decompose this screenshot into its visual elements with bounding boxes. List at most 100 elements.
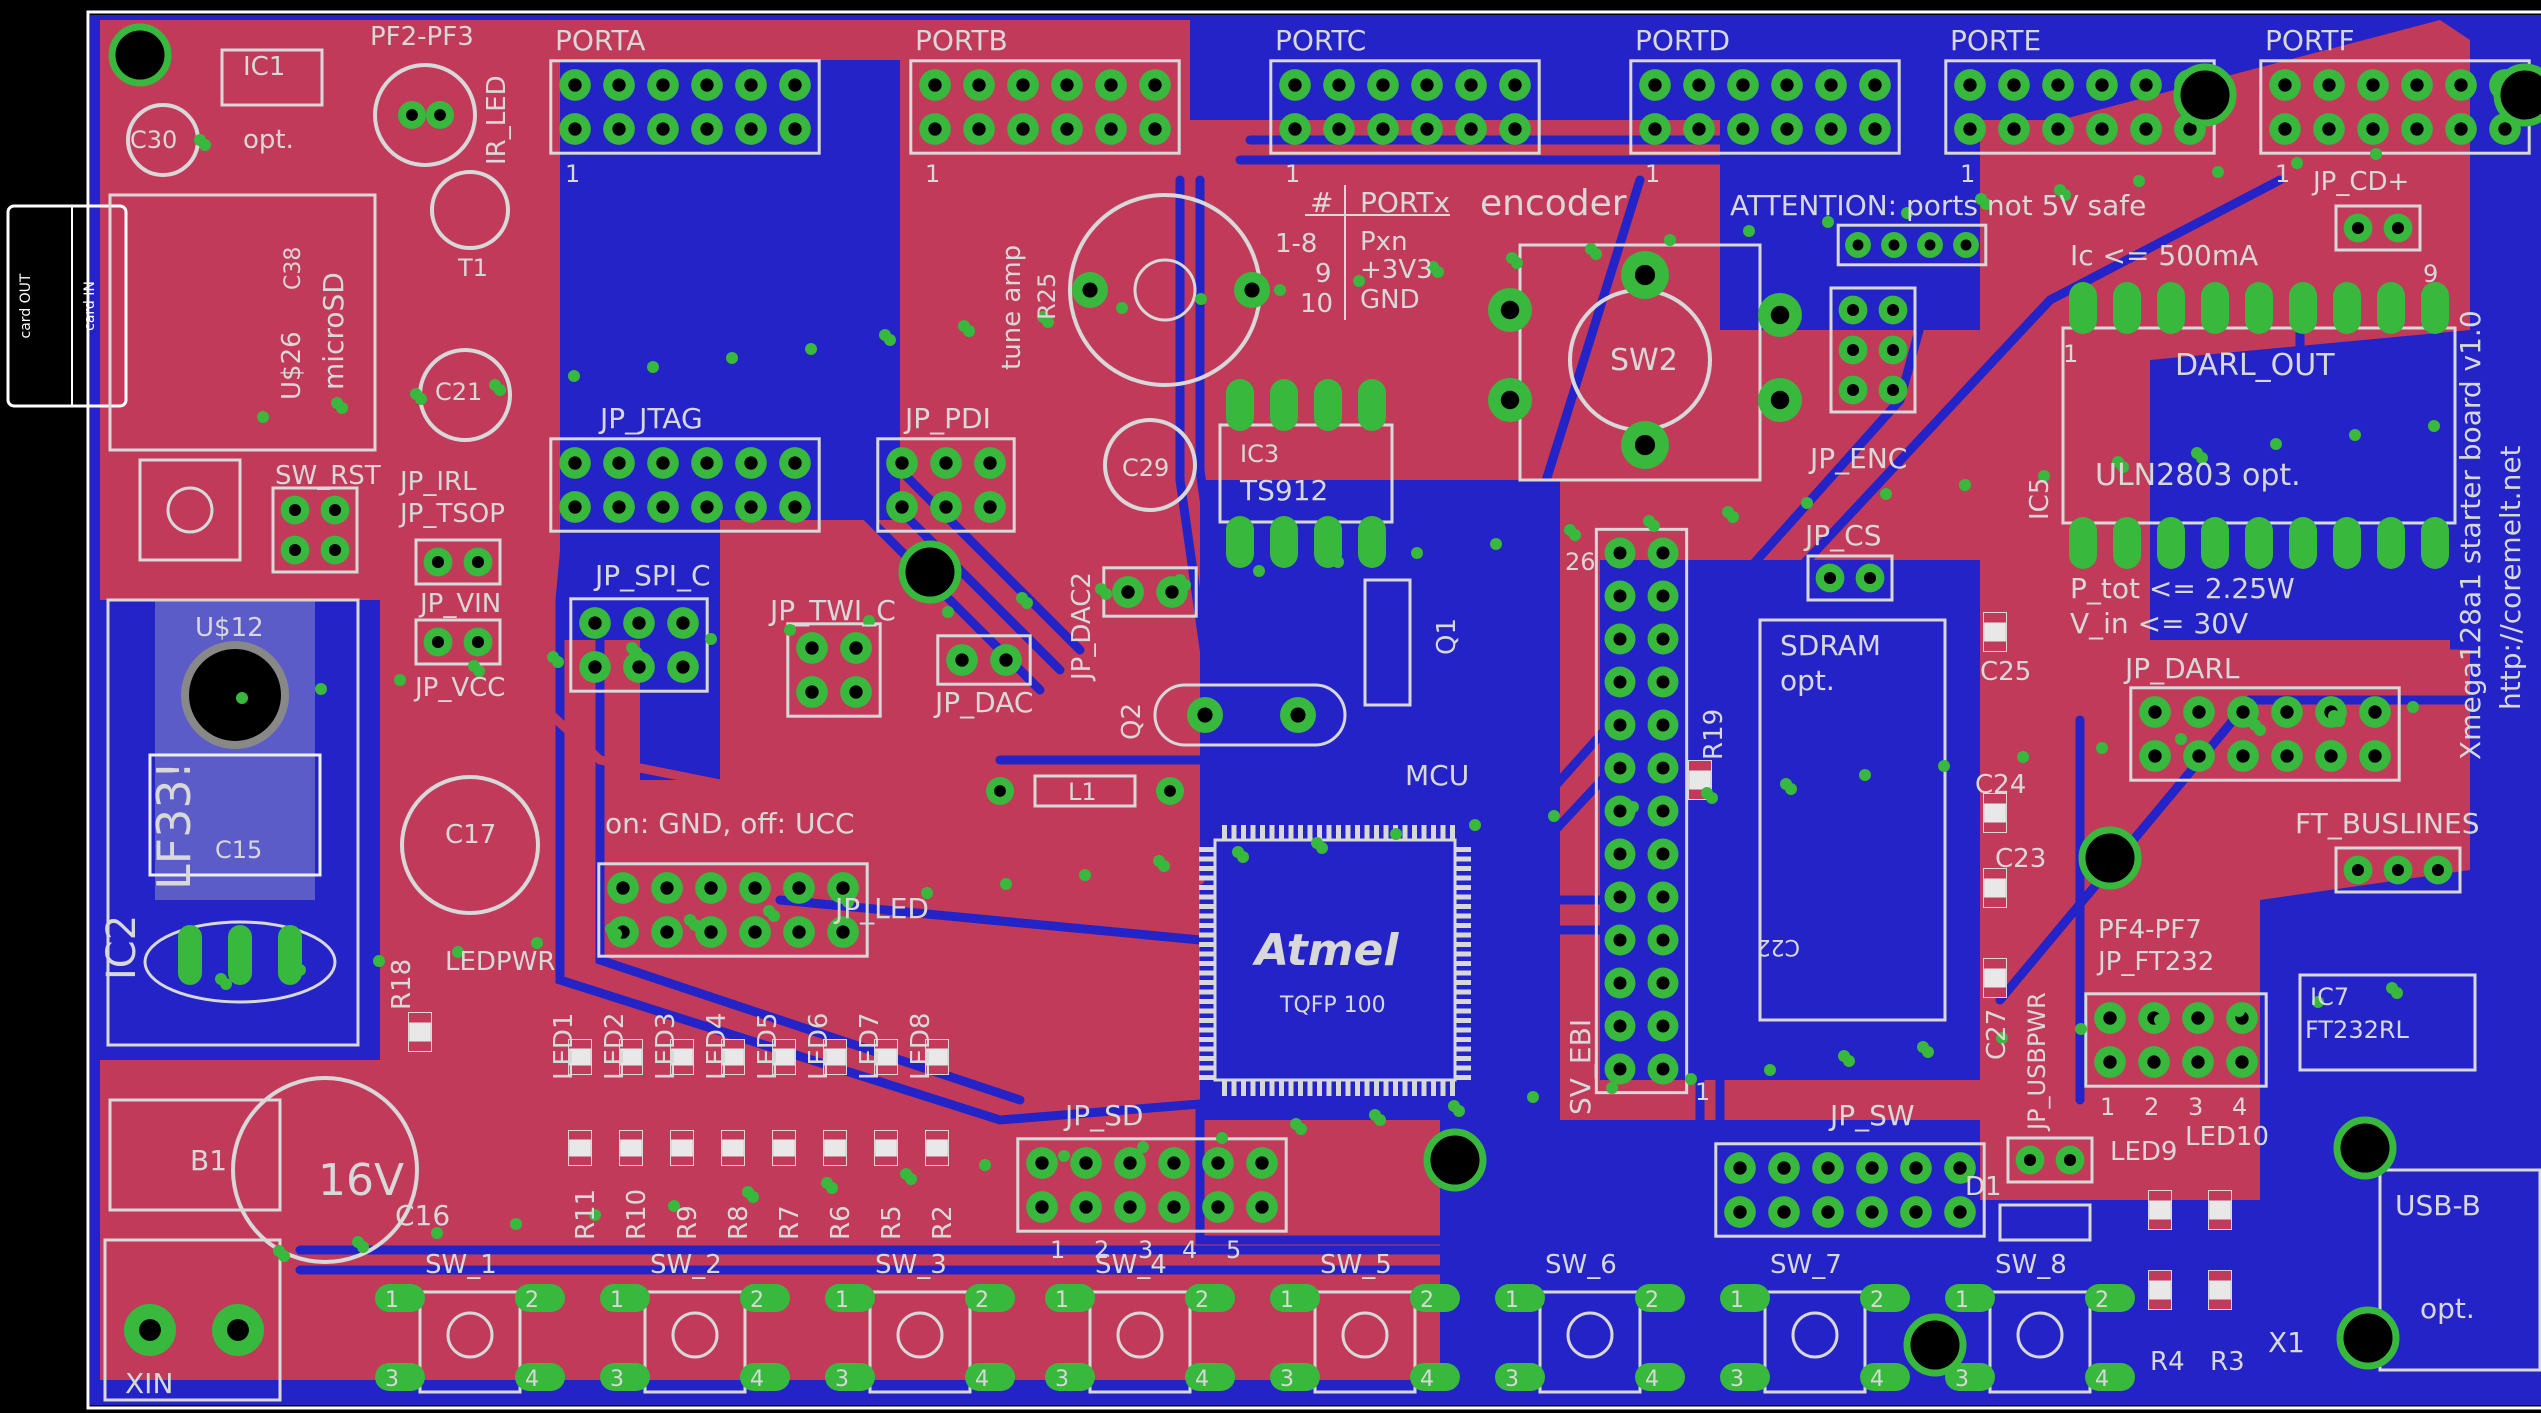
port-header-3-pin-drill xyxy=(1648,122,1662,136)
legend-gnd: GND xyxy=(1360,285,1420,315)
port-header-0 xyxy=(549,59,821,155)
reset-actuator xyxy=(166,486,214,534)
port-header-3-pin-drill xyxy=(1780,78,1794,92)
inductor-pad-drill xyxy=(1164,785,1176,797)
regulator-package-outline xyxy=(143,920,337,1004)
via xyxy=(294,964,306,976)
xin-label: XIN xyxy=(125,1367,173,1400)
ft-buslines-header xyxy=(2334,846,2462,894)
mcu-lead xyxy=(1199,970,1215,976)
via xyxy=(2038,470,2050,482)
sv-ebi-pin1: 1 xyxy=(1695,1078,1710,1106)
tune-amp-label: tune amp xyxy=(997,245,1027,370)
jp-enc-header-pin-drill xyxy=(1886,383,1900,397)
sv-ebi-header-outline xyxy=(1594,527,1689,1095)
port-header-0-pin-drill xyxy=(788,78,802,92)
switch-pin-number: 4 xyxy=(2095,1367,2109,1392)
port-header-0-pin-drill xyxy=(568,122,582,136)
sv-ebi-header-pin-drill xyxy=(1656,976,1670,990)
led-body-end1 xyxy=(722,1040,744,1049)
attention-label: ATTENTION: ports not 5V safe xyxy=(1730,189,2146,222)
r3-label: R3 xyxy=(2210,1347,2245,1377)
smd-c25-end1 xyxy=(1984,613,2006,623)
smd-c27-end2 xyxy=(1984,987,2006,997)
jp-jtag-header-pin-drill xyxy=(568,500,582,514)
crystal-pad-drill xyxy=(1197,707,1213,723)
pushbutton-pad xyxy=(1635,1363,1685,1391)
switch-pin-number: 4 xyxy=(1420,1367,1434,1392)
mcu-lead xyxy=(1326,825,1332,841)
pushbutton-pad xyxy=(515,1363,565,1391)
port-header-2-pin-drill xyxy=(1508,78,1522,92)
via xyxy=(1295,1123,1307,1135)
jp-enc-header-pin-drill xyxy=(1886,343,1900,357)
via xyxy=(1527,1091,1539,1103)
pushbutton-outline xyxy=(418,1290,522,1394)
mcu-lead xyxy=(1455,1075,1471,1080)
trace-11 xyxy=(1475,895,2005,1265)
pushbutton-pad xyxy=(1635,1284,1685,1312)
via xyxy=(1216,1132,1228,1144)
mcu-lead xyxy=(1222,1080,1227,1096)
jp-enc-header-pin-drill xyxy=(1886,303,1900,317)
uln2803-ic5-pin-top xyxy=(2421,282,2449,334)
pushbutton-switch xyxy=(1045,1284,1235,1394)
ic3-label: IC3 xyxy=(1240,440,1279,468)
mcu-lead xyxy=(1279,825,1284,841)
jp-darl-header-pin-drill xyxy=(2280,749,2294,763)
via xyxy=(2017,751,2029,763)
jp-twi-c-header-pin-drill xyxy=(805,685,819,699)
ts912-ic3-pin-bot xyxy=(1358,516,1386,568)
led-body-end1 xyxy=(671,1040,693,1049)
port-header-5-pin-drill xyxy=(2366,78,2380,92)
via xyxy=(1822,216,1834,228)
mcu-lead xyxy=(1199,1056,1215,1061)
sv-ebi-label: SV_EBI xyxy=(1564,1019,1597,1115)
switch-pin-number: 3 xyxy=(1730,1367,1744,1392)
jp-jtag-header-pin-drill xyxy=(612,456,626,470)
pushbutton-pad xyxy=(740,1363,790,1391)
led-body-end2 xyxy=(824,1065,846,1074)
uln2803-ic5-pin-top xyxy=(2333,282,2361,334)
legend-9: 9 xyxy=(1315,259,1332,289)
mcu-lead xyxy=(1269,1080,1275,1096)
port-header-2 xyxy=(1269,59,1541,155)
via xyxy=(668,1200,680,1212)
via xyxy=(1274,284,1286,296)
via xyxy=(1116,302,1128,314)
jp-ft232-header-pin-drill xyxy=(2103,1011,2117,1025)
mcu-lead xyxy=(1374,1080,1379,1096)
via xyxy=(1785,783,1797,795)
resistor-body-end1 xyxy=(824,1131,846,1140)
resistor-body-end2 xyxy=(773,1156,795,1165)
mcu-lead xyxy=(1393,1080,1398,1096)
resistor-body-end1 xyxy=(926,1131,948,1140)
mcu-lead xyxy=(1199,847,1215,852)
mcu-lead xyxy=(1199,1046,1215,1052)
pushbutton-pad xyxy=(1495,1284,1545,1312)
crystal-q1 xyxy=(1363,578,1412,707)
pushbutton-switch xyxy=(1270,1284,1460,1394)
port-header-4-pin-drill xyxy=(2139,122,2153,136)
jp-led-header-pin-drill xyxy=(660,881,674,895)
jp-sw-header-pin-drill xyxy=(1953,1161,1967,1175)
jp-dac2-header-pin-drill xyxy=(1121,585,1135,599)
uln2803-ic5-pin-bot xyxy=(2333,517,2361,569)
via xyxy=(1000,878,1012,890)
mcu-lead xyxy=(1260,825,1265,841)
via xyxy=(2370,148,2382,160)
jp-sd-header-pin-drill xyxy=(1167,1200,1181,1214)
regulator-pin xyxy=(228,925,252,985)
board-outline xyxy=(86,10,2541,1410)
via xyxy=(199,139,211,151)
r25-label: R25 xyxy=(1033,273,1061,320)
jp-jtag-label: JP_JTAG xyxy=(598,402,703,435)
pushbutton-actuator xyxy=(446,1311,494,1359)
jp-darl-header-pin-drill xyxy=(2324,749,2338,763)
via xyxy=(1743,225,1755,237)
jp-jtag-header-outline xyxy=(549,437,821,533)
smd-c24-end1 xyxy=(1984,794,2006,804)
resistor-body-end2 xyxy=(824,1156,846,1165)
silkscreen-labels: PORTA PORTB PORTC PORTD PORTE PORTF 1 1 … xyxy=(99,22,2527,1400)
led-body xyxy=(874,1039,898,1075)
